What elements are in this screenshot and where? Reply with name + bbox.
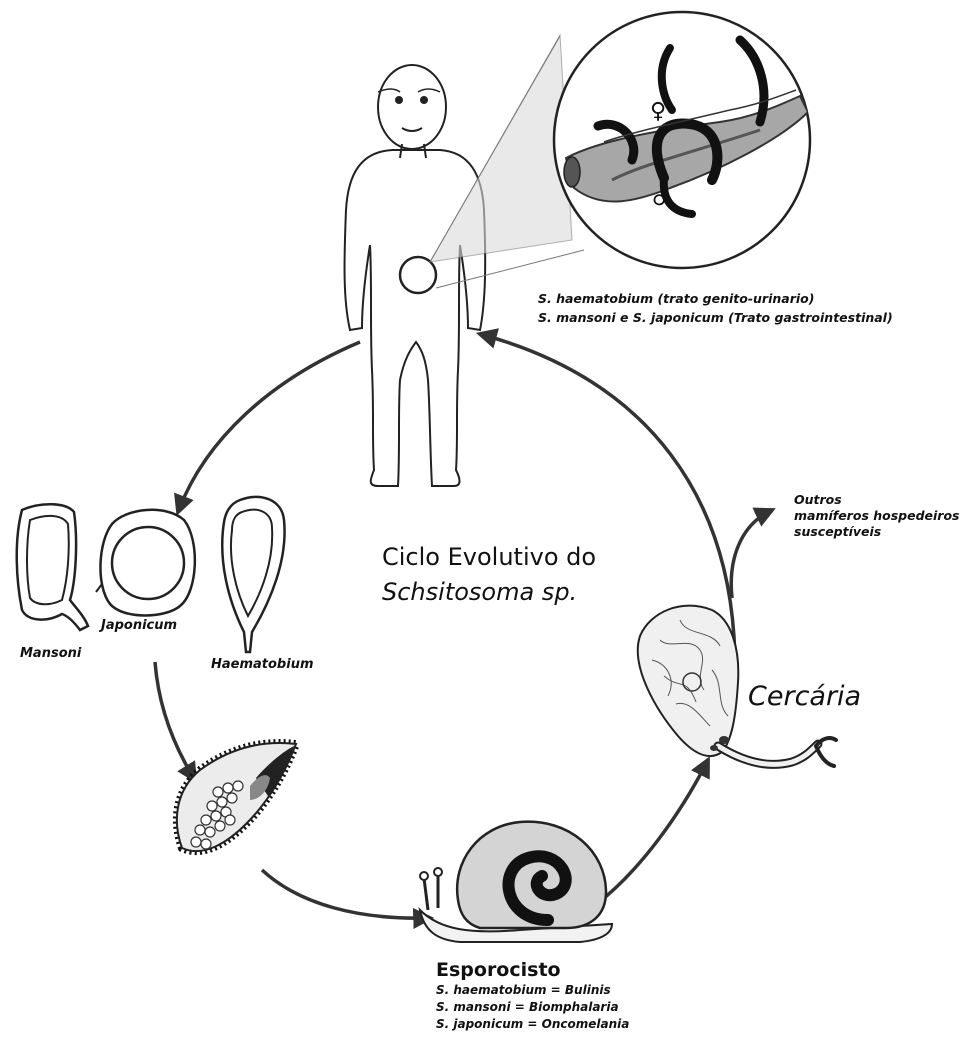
host-label-haematobium: S. haematobium (trato genito-urinario) <box>538 289 893 308</box>
title-line-2: Schsitosoma sp. <box>382 575 596 610</box>
arrow-to-other-hosts <box>731 510 772 598</box>
male-symbol: ♂ <box>652 186 670 211</box>
human-figure <box>345 65 486 486</box>
snail-host-list: S. haematobium = Bulinis S. mansoni = Bi… <box>436 982 629 1033</box>
other-hosts-line-3: susceptíveis <box>794 524 960 540</box>
esporocisto-label: Esporocisto <box>436 959 561 983</box>
snail-host-haematobium: S. haematobium = Bulinis <box>436 982 629 999</box>
arrow-miracidium-to-snail <box>262 870 430 918</box>
cercaria-label: Cercária <box>748 680 861 714</box>
host-label-mansoni-japonicum: S. mansoni e S. japonicum (Trato gastroi… <box>538 308 893 327</box>
other-hosts-line-2: mamíferos hospedeiros <box>794 508 960 524</box>
egg-mansoni <box>17 504 88 630</box>
egg-label-japonicum: Japonicum <box>101 618 177 634</box>
egg-label-mansoni: Mansoni <box>20 646 81 662</box>
arrow-snail-to-cercaria <box>598 760 708 903</box>
snail-host-mansoni: S. mansoni = Biomphalaria <box>436 999 629 1016</box>
egg-japonicum <box>96 510 195 616</box>
other-hosts-label: Outros mamíferos hospedeiros susceptívei… <box>794 492 960 540</box>
other-hosts-line-1: Outros <box>794 492 960 508</box>
egg-haematobium <box>222 497 284 652</box>
snail-host-japonicum: S. japonicum = Oncomelania <box>436 1016 629 1033</box>
magnified-worm-pair <box>554 12 810 268</box>
diagram-title: Ciclo Evolutivo do Schsitosoma sp. <box>382 540 596 610</box>
title-line-1: Ciclo Evolutivo do <box>382 540 596 575</box>
host-location-labels: S. haematobium (trato genito-urinario) S… <box>538 289 893 327</box>
egg-label-haematobium: Haematobium <box>211 657 314 673</box>
arrow-eggs-to-miracidium <box>155 662 195 780</box>
miracidium <box>177 743 296 851</box>
arrow-human-to-eggs <box>178 342 360 512</box>
snail <box>420 822 612 942</box>
female-symbol: ♀ <box>650 98 666 126</box>
